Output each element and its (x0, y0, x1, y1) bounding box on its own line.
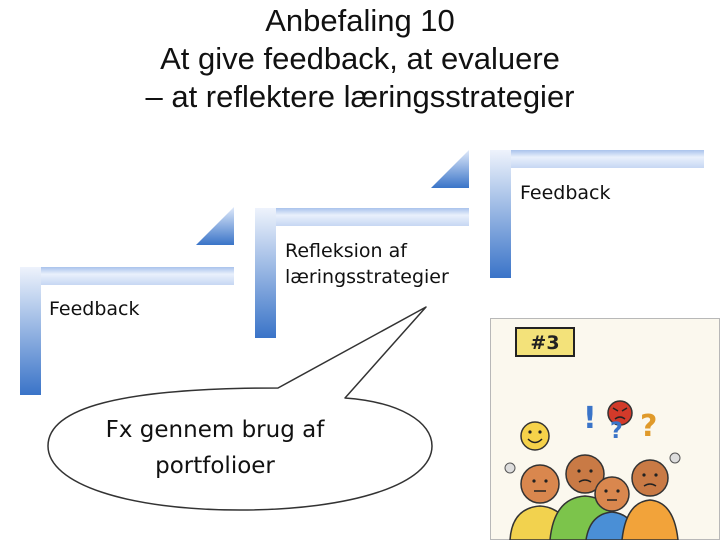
step-1-column (20, 267, 41, 395)
step-3-column (490, 150, 511, 278)
callout-line-1: Fx gennem brug af (70, 412, 360, 448)
step-2-top-bar (255, 208, 469, 226)
step-2-arrow (431, 150, 469, 188)
exclamation-mark: ! (583, 401, 597, 436)
callout-line-2: portfolioer (70, 448, 360, 484)
happy-face-icon (521, 422, 549, 450)
step-1-label: Feedback (49, 297, 139, 321)
step-2-column (255, 208, 276, 338)
step-2-label-line-1: Refleksion af (285, 239, 407, 263)
step-3-label: Feedback (520, 181, 610, 205)
question-mark-1: ? (640, 409, 657, 444)
step-1-arrow (196, 207, 234, 245)
cartoon-illustration: #3 ! ? ? (490, 318, 720, 540)
sign-text: #3 (530, 332, 559, 354)
sign-board: #3 (516, 328, 574, 356)
question-mark-2: ? (610, 419, 623, 444)
callout-text: Fx gennem brug af portfolioer (70, 412, 360, 484)
step-3-shape (490, 150, 704, 278)
step-3-top-bar (490, 150, 704, 168)
step-1-top-bar (20, 267, 234, 285)
step-2-label-line-2: læringsstrategier (285, 265, 449, 289)
